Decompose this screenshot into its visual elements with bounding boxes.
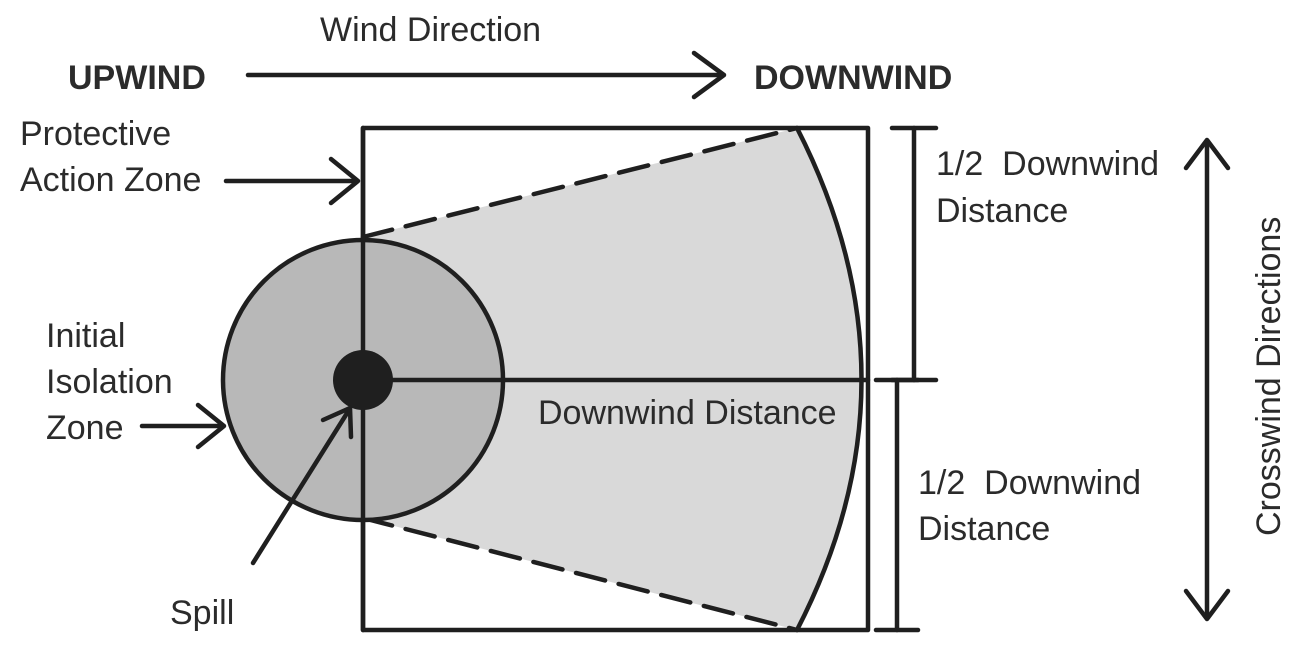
protective-action-zone-label-line2: Action Zone — [20, 161, 201, 199]
spill-pointer-arrow — [250, 405, 354, 566]
wedge-lower-dashed-edge — [360, 515, 800, 633]
protective-zone-pointer-arrow — [223, 156, 361, 206]
initial-isolation-zone-label-line1: Initial — [46, 317, 125, 355]
wind-direction-label: Wind Direction — [320, 11, 541, 49]
half-downwind-distance-top-line2: Distance — [936, 192, 1068, 230]
wedge-upper-dashed-edge — [360, 125, 800, 240]
isolation-zone-pointer-arrow — [139, 402, 227, 450]
initial-isolation-zone-label-line3: Zone — [46, 409, 124, 447]
downwind-label: DOWNWIND — [754, 59, 952, 97]
half-downwind-distance-bottom-line1: 1/2 Downwind — [918, 464, 1141, 502]
spill-dot — [333, 350, 393, 410]
half-downwind-distance-top-line1: 1/2 Downwind — [936, 145, 1159, 183]
lower-half-distance-bracket — [873, 377, 921, 633]
initial-isolation-zone-label-line2: Isolation — [46, 363, 173, 401]
half-downwind-distance-bottom-line2: Distance — [918, 510, 1050, 548]
upwind-label: UPWIND — [68, 59, 206, 97]
crosswind-directions-label: Crosswind Directions — [1250, 217, 1288, 536]
upper-half-distance-bracket — [889, 125, 939, 383]
spill-label: Spill — [170, 594, 234, 632]
wind-direction-arrow — [245, 50, 727, 100]
protective-action-zone-label-line1: Protective — [20, 115, 171, 153]
crosswind-double-arrow — [1183, 137, 1231, 622]
downwind-distance-label: Downwind Distance — [538, 394, 837, 432]
